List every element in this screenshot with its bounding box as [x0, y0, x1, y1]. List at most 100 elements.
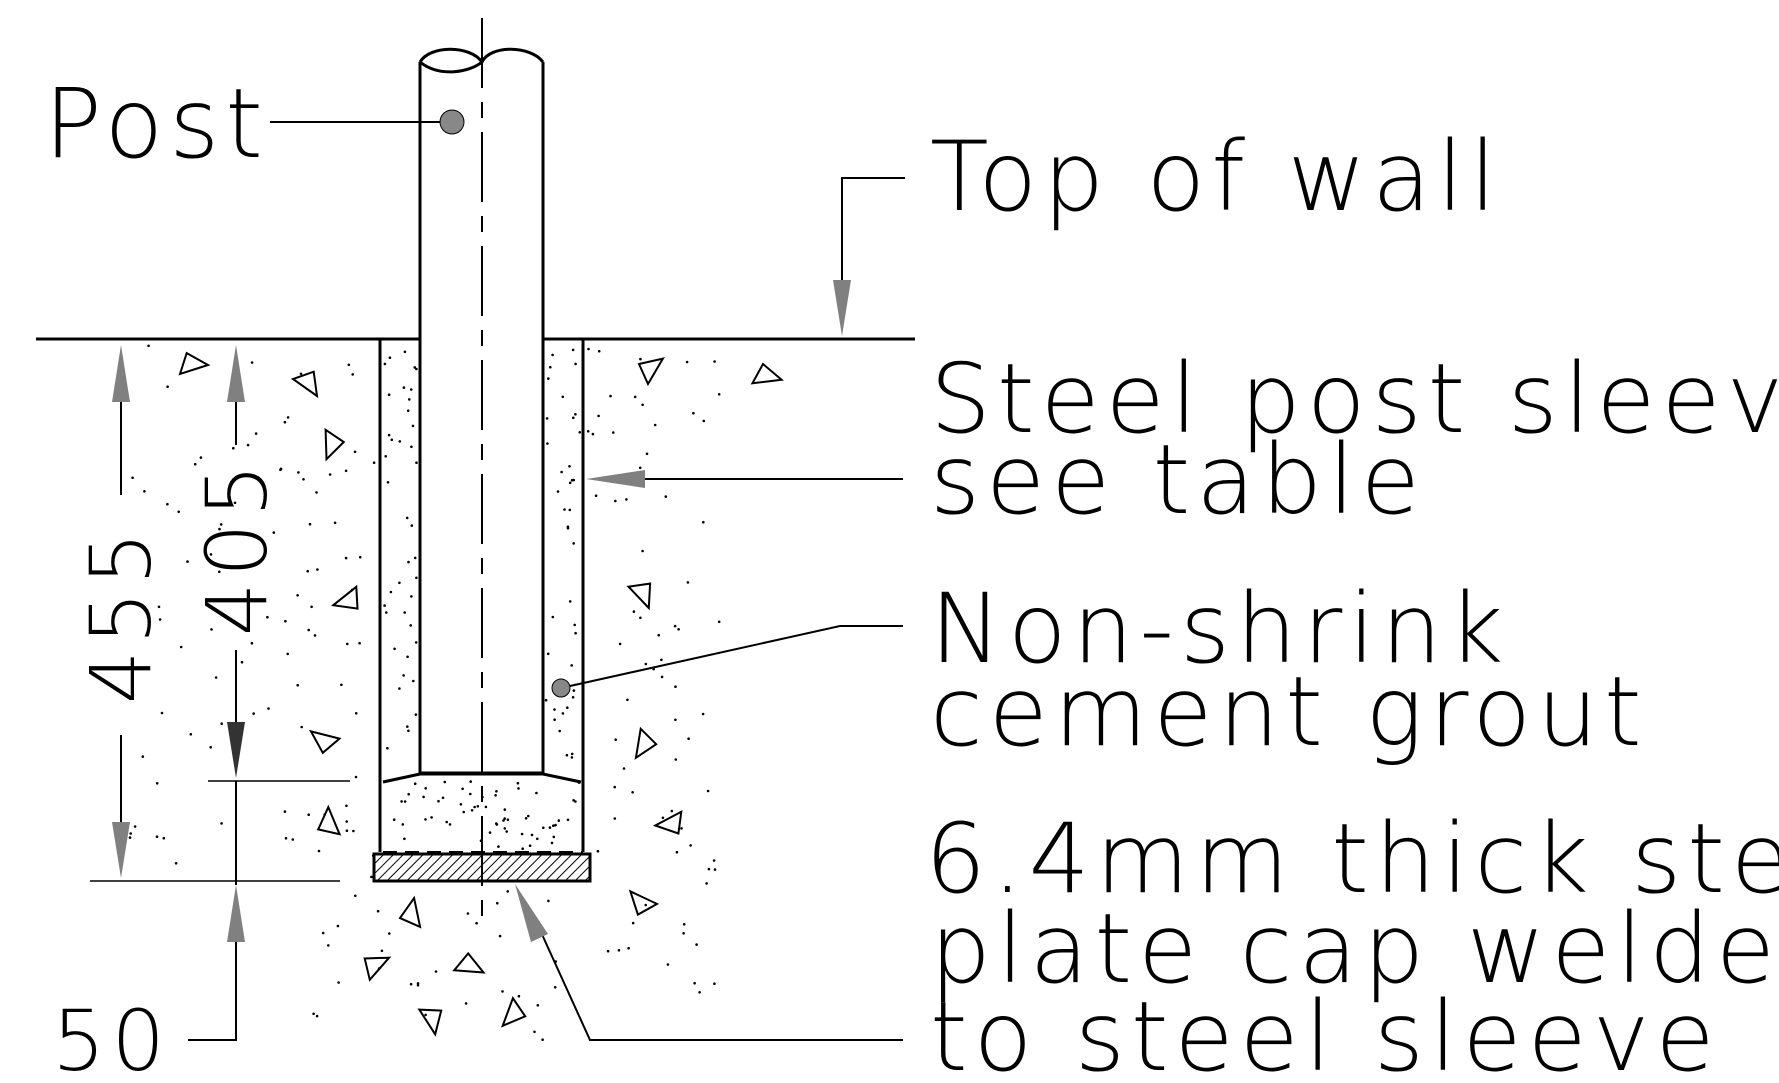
speckle: [614, 738, 617, 741]
speckle: [560, 470, 563, 474]
speckle: [561, 712, 565, 715]
speckle: [398, 687, 401, 690]
speckle: [398, 581, 401, 585]
speckle: [155, 835, 159, 838]
speckle: [551, 615, 555, 619]
speckle: [317, 849, 321, 853]
speckle: [536, 837, 539, 841]
dim-455-top-arrow-icon: [112, 345, 130, 402]
speckle: [315, 491, 318, 494]
speckle: [521, 847, 524, 850]
speckle: [424, 818, 427, 821]
speckle: [354, 894, 357, 898]
speckle: [193, 462, 197, 466]
speckle: [689, 844, 692, 847]
speckle: [411, 424, 415, 428]
speckle: [410, 524, 414, 527]
aggregate-triangle: [634, 726, 658, 760]
speckle: [340, 683, 343, 687]
speckle: [308, 522, 312, 526]
speckle: [503, 827, 507, 830]
speckle: [297, 471, 300, 474]
speckle: [358, 555, 362, 559]
speckle: [558, 729, 561, 733]
speckle: [698, 991, 701, 994]
speckle: [674, 685, 677, 688]
speckle: [707, 867, 711, 871]
speckle: [685, 360, 689, 364]
speckle: [470, 809, 474, 812]
plate-arrow-icon: [515, 884, 548, 942]
speckle: [405, 516, 409, 520]
speckle: [498, 934, 502, 938]
speckle: [345, 804, 348, 808]
speckle: [677, 628, 680, 631]
aggregate-triangle: [626, 582, 652, 611]
speckle: [209, 746, 212, 749]
speckle: [606, 949, 610, 953]
dimension-455: [90, 345, 340, 882]
speckle: [536, 1004, 540, 1007]
speckle: [545, 417, 549, 420]
speckle: [376, 909, 380, 913]
speckle: [147, 561, 151, 564]
speckle: [673, 624, 677, 628]
sleeve-label-line1: Steel post sleeve: [930, 343, 1779, 455]
aggregate-triangle: [652, 810, 683, 835]
speckle: [686, 581, 690, 584]
speckle: [553, 708, 556, 711]
speckle: [385, 611, 388, 614]
speckle: [613, 817, 617, 820]
speckle: [286, 416, 290, 419]
speckle: [502, 819, 505, 822]
speckle: [554, 823, 557, 827]
speckle: [283, 420, 287, 424]
speckle: [639, 616, 642, 620]
speckle: [517, 787, 520, 790]
speckle: [713, 982, 716, 985]
speckle: [680, 827, 683, 830]
speckle: [591, 432, 595, 436]
speckle: [402, 386, 406, 389]
speckle: [333, 521, 337, 525]
speckle: [566, 706, 569, 709]
speckle: [143, 490, 146, 493]
speckle: [177, 510, 180, 514]
speckle: [645, 452, 649, 456]
speckle: [353, 450, 357, 454]
speckle: [520, 832, 524, 836]
speckle: [310, 605, 313, 609]
speckle: [388, 932, 391, 935]
speckle: [572, 689, 576, 692]
speckle: [387, 433, 391, 437]
aggregate-triangle: [309, 729, 342, 755]
post-leader: [270, 109, 465, 135]
speckle: [296, 594, 299, 597]
speckle: [497, 845, 500, 848]
sleeve-leader: [586, 470, 903, 488]
aggregate-triangle: [500, 996, 527, 1028]
speckle: [398, 440, 402, 443]
speckle: [403, 837, 406, 841]
speckle: [568, 508, 572, 512]
speckle: [622, 767, 626, 770]
speckle: [578, 431, 582, 434]
speckle: [299, 372, 303, 376]
dim-405-top-arrow-icon: [227, 345, 245, 402]
speckle: [702, 520, 705, 524]
aggregate-triangle: [750, 362, 784, 385]
speckle: [495, 790, 498, 793]
speckle: [695, 943, 698, 946]
speckle: [469, 792, 472, 796]
speckle: [416, 984, 420, 987]
speckle: [476, 805, 480, 808]
speckle: [566, 818, 570, 822]
speckle: [506, 890, 510, 893]
speckle: [549, 365, 552, 369]
speckle: [233, 501, 237, 505]
speckle: [546, 442, 549, 445]
speckle: [443, 780, 447, 784]
dim-405-bottom-arrow-icon: [227, 722, 245, 778]
speckle: [166, 502, 169, 506]
speckle: [661, 816, 665, 820]
